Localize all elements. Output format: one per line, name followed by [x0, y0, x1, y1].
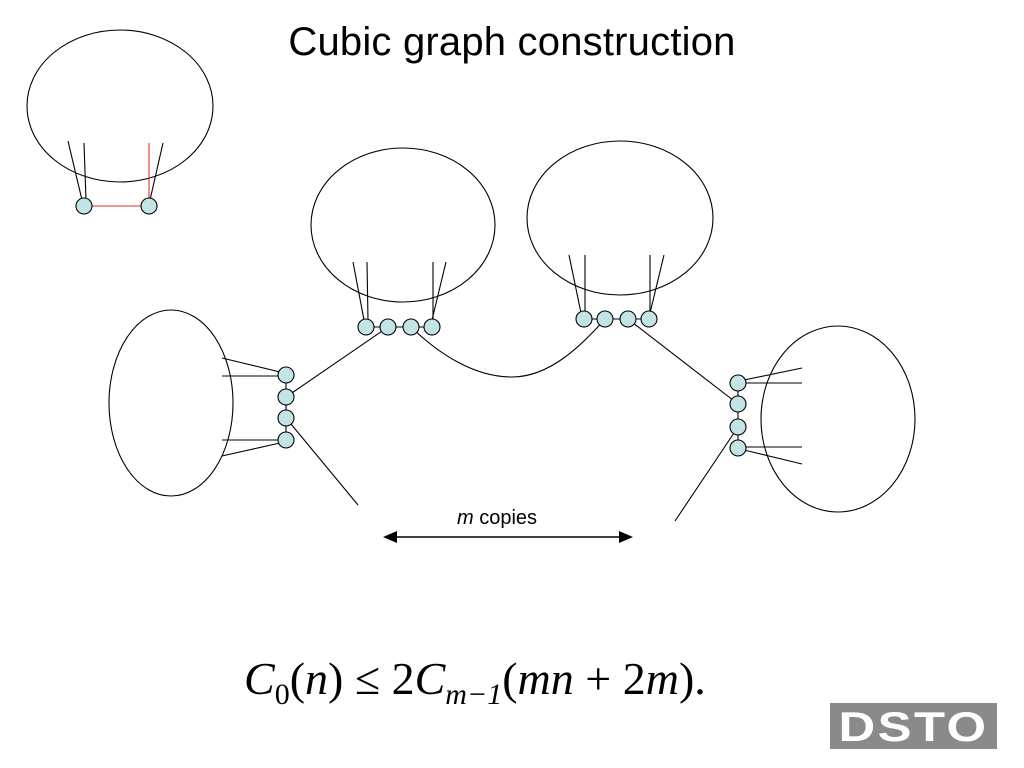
vertex	[277, 409, 295, 427]
vertex	[379, 318, 397, 336]
formula-paren: (	[502, 653, 518, 704]
subgraph-blob	[526, 140, 714, 296]
vertex	[596, 310, 614, 328]
edge	[568, 254, 582, 314]
formula-paren: )	[328, 653, 344, 704]
vertex	[357, 318, 375, 336]
formula-paren: ).	[678, 653, 706, 704]
edge	[352, 261, 365, 321]
edge	[410, 318, 606, 378]
vertex	[619, 310, 637, 328]
vertex	[729, 374, 747, 392]
edge	[83, 142, 87, 201]
vertex	[402, 318, 420, 336]
formula-symbol: C	[414, 653, 446, 704]
subgraph-blob	[108, 309, 234, 497]
vertex	[277, 388, 295, 406]
copies-label: m copies	[457, 507, 577, 530]
edge	[221, 357, 281, 373]
vertex	[640, 310, 658, 328]
edge	[431, 261, 447, 321]
vertex	[729, 395, 747, 413]
formula-paren: (	[289, 653, 306, 704]
formula: C0(n) ≤ 2Cm−1(mn + 2m).	[244, 652, 804, 722]
vertex	[277, 366, 295, 384]
edge	[285, 326, 389, 398]
edge	[649, 254, 665, 314]
copies-text: copies	[473, 507, 538, 529]
formula-variable: mn	[517, 653, 574, 704]
subgraph-blob	[760, 325, 916, 513]
vertex	[729, 439, 747, 457]
vertex	[729, 418, 747, 436]
edge	[627, 318, 739, 405]
vertex	[140, 197, 158, 215]
vertex	[277, 431, 295, 449]
edge	[743, 449, 803, 465]
vertex	[423, 318, 441, 336]
vertex	[575, 310, 593, 328]
copies-variable: m	[457, 507, 474, 529]
formula-subscript: 0	[274, 678, 290, 711]
edge	[221, 442, 281, 457]
subgraph-blob	[310, 147, 496, 303]
dsto-logo: DSTO	[830, 703, 997, 749]
slide-title: Cubic graph construction	[288, 20, 736, 64]
edge	[67, 140, 83, 201]
vertex	[75, 197, 93, 215]
edge	[743, 367, 803, 381]
edge	[366, 261, 369, 321]
formula-relation: ≤ 2	[343, 653, 415, 704]
edge	[674, 426, 739, 522]
formula-subscript: m−1	[445, 678, 503, 711]
formula-variable: n	[305, 653, 329, 704]
formula-operator: + 2	[573, 653, 646, 704]
formula-symbol: C	[244, 653, 275, 704]
edge	[285, 417, 359, 506]
double-arrow	[383, 531, 633, 543]
formula-variable: m	[645, 653, 679, 704]
subgraph-blob	[26, 29, 214, 183]
logo-text: DSTO	[839, 703, 989, 749]
edge	[149, 142, 164, 201]
